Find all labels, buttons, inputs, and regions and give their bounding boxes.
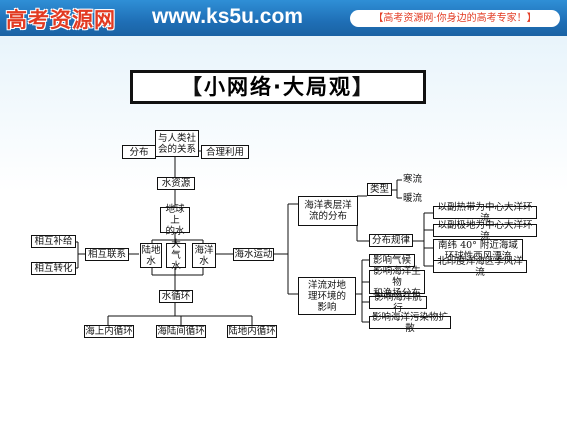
- node-current-type: 类型: [367, 183, 392, 196]
- title-text: 小网络·大局观: [204, 75, 352, 99]
- node-subpolar-gyre: 以副极地为中心大洋环流: [433, 220, 537, 242]
- title-right-bracket: 】: [351, 75, 375, 99]
- node-west-wind-drift: 南纬 40° 附近海域 环球性西风漂流: [433, 239, 523, 263]
- node-water-cycle: 水循环: [159, 290, 193, 303]
- node-land-water: 陆地 水: [140, 243, 162, 268]
- node-distribution-rule: 分布规律: [369, 234, 413, 247]
- node-earth-water: 地球上 的水: [160, 204, 190, 237]
- node-ocean-inner-cycle: 海上内循环: [84, 325, 134, 338]
- node-mutual-transform: 相互转化: [31, 262, 76, 275]
- node-ocean-water: 海洋 水: [192, 243, 216, 268]
- node-current-impact: 洋流对地 理环境的 影响: [298, 277, 356, 315]
- node-monsoon-current: 北印度洋海区季风洋流: [433, 256, 527, 278]
- node-rational-use: 合理利用: [201, 145, 249, 159]
- node-subtropical-gyre: 以副热带为中心大洋环流: [433, 202, 537, 224]
- site-logo[interactable]: 高考资源网: [6, 7, 116, 32]
- node-impact-pollution: 影响海洋污染物扩散: [369, 312, 451, 334]
- node-sea-motion: 海水运动: [233, 248, 274, 261]
- label-warm-current: 暖流: [403, 193, 423, 204]
- node-sea-land-cycle: 海陆间循环: [156, 325, 206, 338]
- node-impact-climate: 影响气候: [369, 254, 415, 267]
- node-impact-navigation: 影响海洋航行: [369, 292, 427, 314]
- label-cold-current: 寒流: [403, 174, 423, 185]
- node-atmosphere-water: 大气 水: [166, 239, 186, 272]
- slide-title: 【小网络·大局观】: [130, 70, 426, 104]
- title-left-bracket: 【: [181, 75, 204, 99]
- node-mutual-supply: 相互补给: [31, 235, 76, 248]
- node-water-resources: 水资源: [157, 177, 195, 190]
- node-impact-fishery: 影响海洋生物 和渔场分布: [369, 266, 425, 299]
- node-surface-currents: 海洋表层洋 流的分布: [298, 196, 358, 226]
- node-distribution: 分布: [122, 145, 156, 159]
- site-url[interactable]: www.ks5u.com: [152, 5, 303, 28]
- node-human-relation: 与人类社 会的关系: [155, 130, 199, 157]
- node-mutual-link: 相互联系: [85, 248, 129, 261]
- node-land-inner-cycle: 陆地内循环: [227, 325, 277, 338]
- site-banner: 高考资源网 www.ks5u.com 【高考资源网·你身边的高考专家！】: [0, 0, 567, 36]
- site-slogan: 【高考资源网·你身边的高考专家！】: [350, 10, 560, 27]
